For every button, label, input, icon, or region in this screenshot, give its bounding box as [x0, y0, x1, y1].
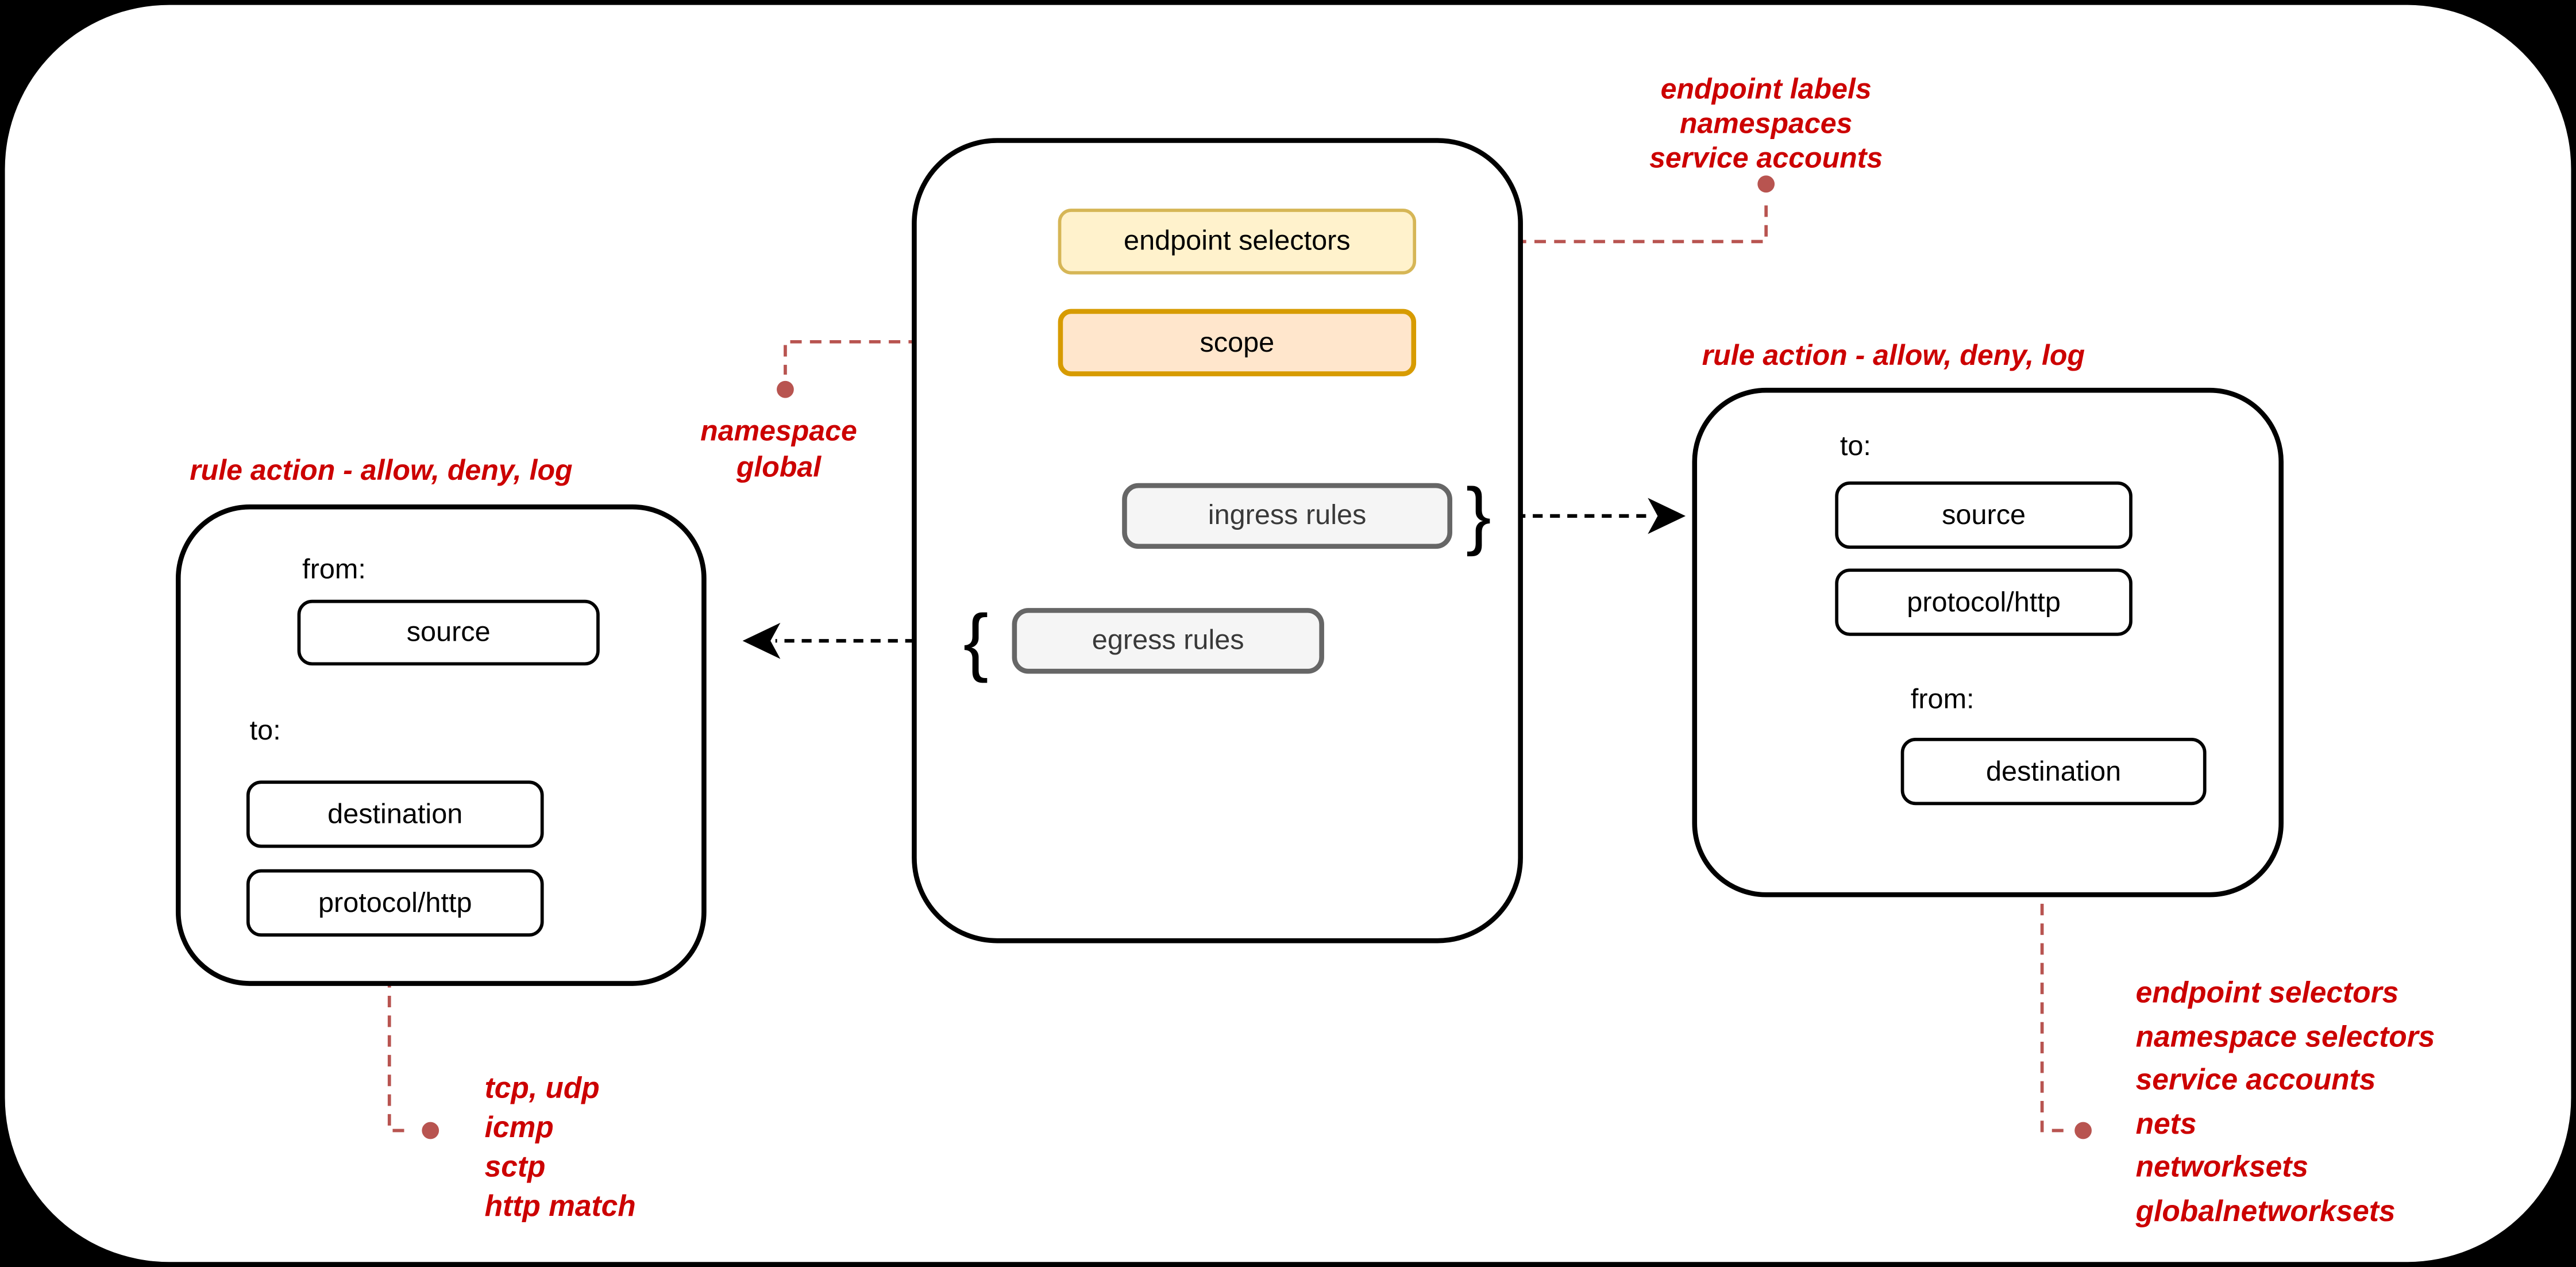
destination-connector — [2040, 805, 2064, 1133]
ingress-destination-label: destination — [1986, 755, 2122, 787]
ingress-rule-container: to: source protocol/http from: destinati… — [1692, 387, 2284, 898]
note-line: endpoint labels — [1660, 72, 1872, 106]
note-line: namespace selectors — [2135, 1019, 2435, 1053]
policy-container: endpoint selectors scope ingress rules e… — [912, 138, 1523, 943]
note-line: service accounts — [2135, 1063, 2376, 1096]
ingress-protocol-node: protocol/http — [1835, 568, 2132, 636]
egress-rule-action-title: rule action - allow, deny, log — [190, 453, 573, 487]
egress-from-label: from: — [302, 553, 366, 586]
egress-source-label: source — [406, 616, 491, 648]
endpoint-selectors-note: endpoint labels namespaces service accou… — [1569, 72, 1963, 176]
note-line: globalnetworksets — [2135, 1193, 2396, 1227]
egress-protocol-label: protocol/http — [318, 886, 472, 918]
ingress-from-label: from: — [1910, 683, 1975, 715]
note-line: networksets — [2135, 1150, 2309, 1183]
egress-destination-node: destination — [246, 780, 544, 848]
destination-note: endpoint selectors namespace selectors s… — [2136, 971, 2435, 1233]
egress-rule-container: from: source to: destination protocol/ht… — [175, 504, 707, 986]
note-line: http match — [484, 1189, 636, 1223]
endpoint-selectors-label: endpoint selectors — [1124, 225, 1351, 257]
ingress-arrow-head — [1648, 498, 1686, 534]
endpoint-selectors-node: endpoint selectors — [1058, 209, 1417, 275]
ingress-protocol-label: protocol/http — [1907, 586, 2061, 617]
egress-rules-label: egress rules — [1092, 624, 1244, 656]
note-line: icmp — [484, 1111, 554, 1144]
ingress-rules-node: ingress rules — [1122, 483, 1452, 549]
endpoint-selectors-connector — [1416, 203, 1768, 244]
egress-arrow-head — [742, 622, 781, 659]
note-line: namespaces — [1679, 106, 1853, 140]
destination-connector-dot — [2074, 1122, 2092, 1139]
note-line: global — [736, 450, 822, 483]
scope-node: scope — [1058, 309, 1417, 376]
protocol-connector-dot — [422, 1122, 439, 1139]
egress-to-label: to: — [249, 714, 281, 746]
egress-destination-label: destination — [327, 798, 463, 829]
ingress-source-label: source — [1942, 498, 2026, 530]
egress-rules-node: egress rules — [1012, 608, 1324, 674]
protocol-note: tcp, udp icmp sctp http match — [485, 1068, 636, 1226]
egress-brace: { — [963, 598, 989, 684]
ingress-destination-node: destination — [1900, 738, 2207, 806]
ingress-brace: } — [1466, 471, 1491, 557]
note-line: namespace — [700, 414, 857, 447]
ingress-to-label: to: — [1840, 430, 1871, 462]
note-line: endpoint selectors — [2135, 976, 2399, 1009]
scope-note: namespace global — [647, 413, 911, 485]
note-line: service accounts — [1649, 141, 1883, 175]
scope-label: scope — [1200, 326, 1275, 357]
note-line: nets — [2135, 1107, 2197, 1140]
ingress-rule-action-title: rule action - allow, deny, log — [1702, 338, 2085, 372]
ingress-source-node: source — [1835, 481, 2132, 549]
note-line: tcp, udp — [484, 1071, 600, 1104]
ingress-rules-label: ingress rules — [1208, 499, 1367, 531]
egress-protocol-node: protocol/http — [246, 869, 544, 937]
note-line: sctp — [484, 1150, 546, 1183]
endpoint-selectors-connector-dot — [1757, 175, 1775, 193]
scope-connector-dot — [777, 380, 794, 398]
egress-source-node: source — [297, 599, 600, 666]
protocol-connector — [387, 937, 411, 1133]
